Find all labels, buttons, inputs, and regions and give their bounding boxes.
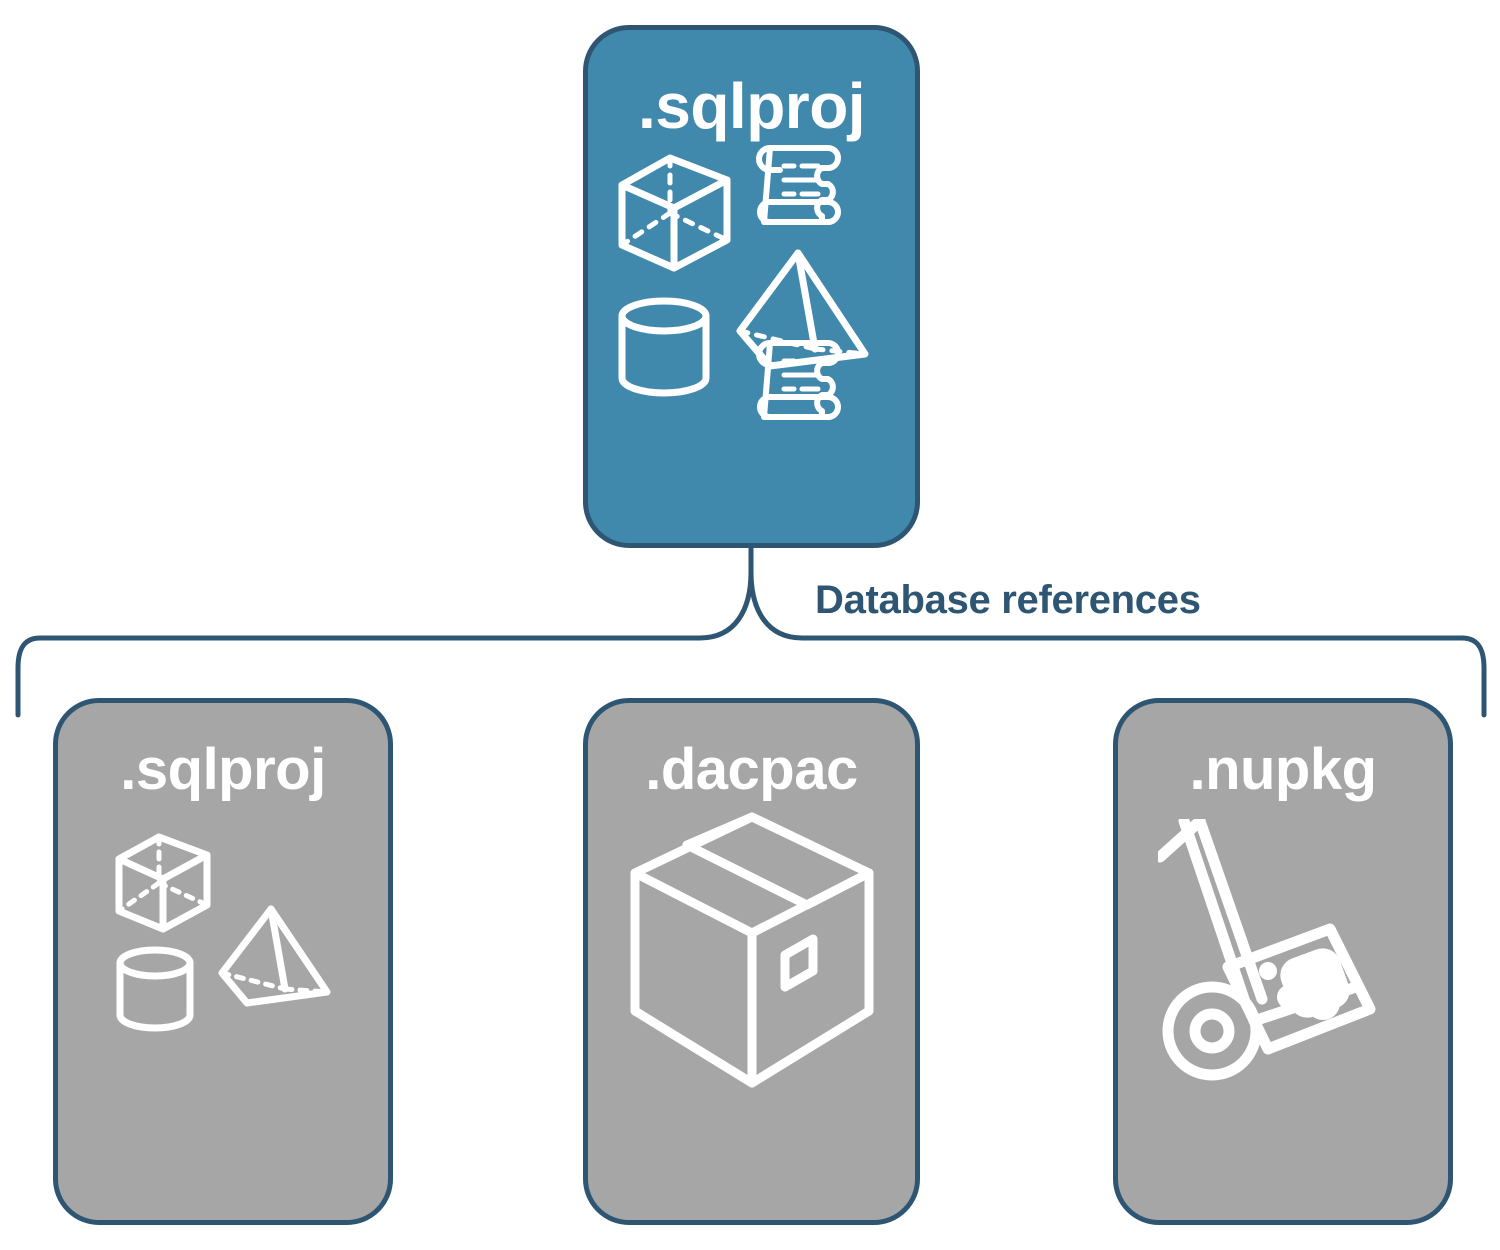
script-scroll-icon <box>755 145 841 225</box>
node-reference-nupkg-artwork <box>1118 799 1448 1220</box>
node-reference-nupkg-title: .nupkg <box>1189 737 1377 802</box>
wireframe-cylinder-icon <box>116 946 194 1032</box>
node-reference-sqlproj-artwork <box>58 799 388 1220</box>
connector-left-arm <box>15 569 754 718</box>
nuget-hand-truck-icon <box>1158 819 1376 1081</box>
wireframe-cylinder-icon <box>618 297 709 397</box>
node-root-sqlproj[interactable]: .sqlproj <box>583 25 920 548</box>
connector-label: Database references <box>815 578 1201 622</box>
node-root-title: .sqlproj <box>637 70 866 142</box>
node-reference-dacpac-title: .dacpac <box>645 737 858 802</box>
wireframe-cube-icon <box>618 154 730 272</box>
ref-dacpac-icon-group <box>630 812 873 1088</box>
node-reference-sqlproj-title: .sqlproj <box>120 737 326 802</box>
shipping-box-icon <box>630 812 873 1088</box>
ref-nupkg-icon-group <box>1158 819 1376 1081</box>
node-reference-sqlproj[interactable]: .sqlproj <box>53 698 393 1225</box>
ref-sqlproj-icon-group <box>115 833 331 1032</box>
node-reference-dacpac[interactable]: .dacpac <box>583 698 920 1225</box>
root-icon-group <box>618 145 868 420</box>
node-reference-dacpac-artwork <box>588 799 915 1220</box>
wireframe-pyramid-icon <box>218 905 331 1007</box>
wireframe-cube-icon <box>115 833 211 933</box>
script-scroll-icon <box>755 340 841 420</box>
node-reference-nupkg[interactable]: .nupkg <box>1113 698 1453 1225</box>
node-root-artwork <box>588 138 915 543</box>
